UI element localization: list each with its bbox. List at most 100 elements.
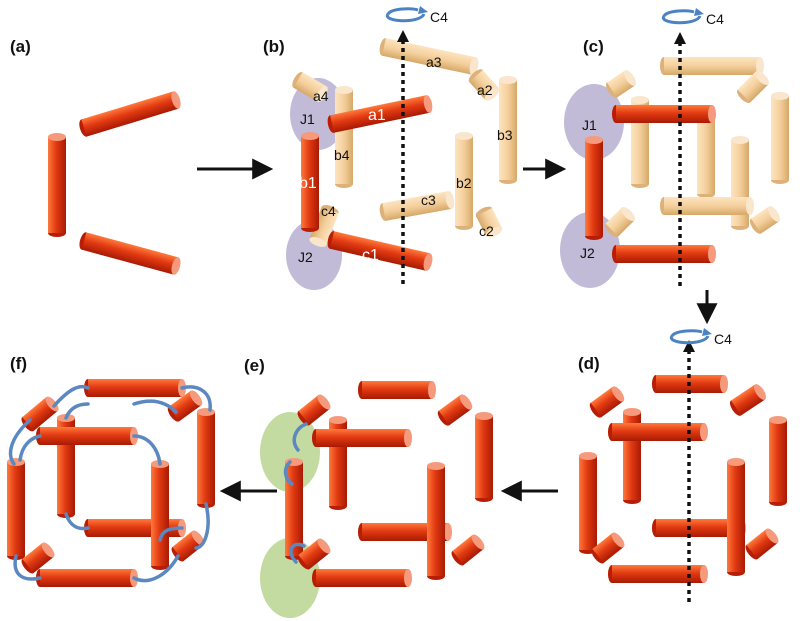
rod-f-right-inner	[151, 459, 169, 571]
panel-label-c: (c)	[583, 37, 604, 56]
junction-j2-c	[560, 212, 620, 288]
rod-f-top-front	[35, 427, 139, 445]
rod-c-right-back	[771, 91, 789, 185]
linker-f-5	[132, 554, 180, 583]
rod-b-a2	[468, 69, 500, 101]
rod-f-right-back	[197, 407, 215, 509]
rod-a-top	[79, 91, 181, 137]
rotation-icon-c	[662, 8, 704, 25]
rod-c-mid-horizontal	[659, 197, 755, 215]
panel-label-e: (e)	[244, 356, 265, 375]
rod-f-bottom-front	[35, 569, 139, 587]
panel-label-f: (f)	[10, 354, 27, 373]
rod-label-b3: b3	[497, 127, 513, 143]
rod-e-top-left-corner	[297, 394, 331, 426]
rod-f-bottom-right-corner	[171, 530, 205, 562]
rod-e-bottom-front	[311, 569, 413, 587]
rod-label-a2: a2	[477, 82, 493, 98]
junction-label-j1-c: J1	[582, 117, 597, 133]
rod-b-c1	[327, 231, 433, 271]
rod-d-bottom-front	[607, 565, 709, 583]
rod-label-c2: c2	[479, 223, 494, 239]
rod-d-left-front	[579, 451, 597, 555]
rotation-icon-d	[670, 328, 712, 345]
rod-c-bottom-right-corner	[749, 206, 781, 234]
rod-b-b2	[455, 131, 473, 231]
c4-label-c: C4	[706, 11, 724, 27]
rod-label-a3: a3	[426, 54, 442, 70]
c4-label-b: C4	[430, 9, 448, 25]
linker-e-top	[292, 422, 308, 452]
linker-f-6	[13, 554, 42, 581]
rod-e-bottom-left-corner	[297, 538, 331, 570]
rod-e-top-right-corner	[437, 394, 473, 426]
rod-b-c2	[475, 206, 503, 238]
panel-label-a: (a)	[10, 37, 31, 56]
rod-d-top-right-corner	[729, 384, 767, 416]
rod-e-right-inner	[427, 461, 445, 581]
linker-f-4	[194, 502, 210, 550]
rod-e-top-back	[357, 381, 437, 399]
rod-d-top-front	[607, 423, 709, 441]
rod-label-c4: c4	[321, 203, 336, 219]
rod-c-top-left-corner	[605, 70, 637, 98]
rod-b-b3	[499, 75, 517, 185]
rod-e-mid-horizontal	[357, 523, 453, 541]
rod-b-a3	[379, 38, 479, 75]
rod-b-a4	[292, 71, 328, 103]
panel-label-d: (d)	[578, 354, 600, 373]
rod-c-bottom-front	[611, 245, 717, 263]
linker-f-3	[180, 385, 212, 412]
rod-d-top-left-corner	[589, 386, 625, 418]
rod-a-bottom	[79, 232, 181, 275]
rod-c-top-back	[659, 57, 765, 75]
rod-f-bottom-left-corner	[21, 542, 55, 574]
c4-axis-arrowhead-d	[683, 340, 695, 352]
junction-green-top-e	[260, 412, 320, 492]
c4-label-d: C4	[714, 331, 732, 347]
rod-f-top-right-corner	[167, 390, 203, 422]
junction-label-j2-b: J2	[298, 249, 313, 265]
linker-f-12	[132, 399, 178, 414]
rod-d-right-back	[769, 415, 787, 507]
rod-label-b4: b4	[334, 147, 350, 163]
rod-b-c3	[379, 191, 455, 221]
rod-label-b1: b1	[299, 175, 317, 192]
rod-label-a1: a1	[368, 107, 386, 124]
c4-axis-arrowhead-c	[674, 32, 686, 44]
c4-axis-arrowhead-b	[397, 30, 409, 42]
rod-e-bottom-right-corner	[451, 534, 485, 566]
rod-d-left-inner	[623, 407, 641, 505]
rod-label-c1: c1	[362, 247, 379, 264]
linker-f-7	[132, 434, 162, 466]
rod-label-b2: b2	[456, 175, 472, 191]
rod-label-a4: a4	[313, 88, 329, 104]
rod-e-top-front	[311, 429, 413, 447]
linker-f-2	[52, 384, 90, 408]
rod-f-top-back	[83, 379, 187, 397]
rod-b-c4	[309, 205, 339, 247]
rod-b-b1	[301, 131, 319, 233]
rod-f-left-front	[7, 457, 25, 561]
panel-label-b: (b)	[263, 37, 285, 56]
linker-f-10	[18, 434, 42, 462]
rod-d-right-inner	[727, 457, 745, 577]
rod-c-top-front	[611, 105, 717, 123]
rod-c-top-right-corner	[737, 71, 769, 103]
junction-label-j2-c: J2	[580, 245, 595, 261]
rod-d-bottom-left-corner	[591, 532, 625, 564]
linker-f-8	[64, 402, 90, 420]
rod-e-left-front	[285, 457, 303, 561]
rotation-icon-b	[386, 6, 428, 23]
rod-d-bottom-right-corner	[745, 528, 779, 560]
rod-e-right-back	[475, 411, 493, 503]
linker-f-9	[158, 526, 184, 542]
linker-f-1	[8, 418, 32, 466]
rod-a-vertical	[48, 132, 66, 238]
rod-b-a1	[327, 95, 433, 133]
rod-c-left-front	[585, 135, 603, 241]
rod-c-bottom-left-corner	[605, 207, 635, 237]
linker-e-bottom	[289, 542, 306, 564]
